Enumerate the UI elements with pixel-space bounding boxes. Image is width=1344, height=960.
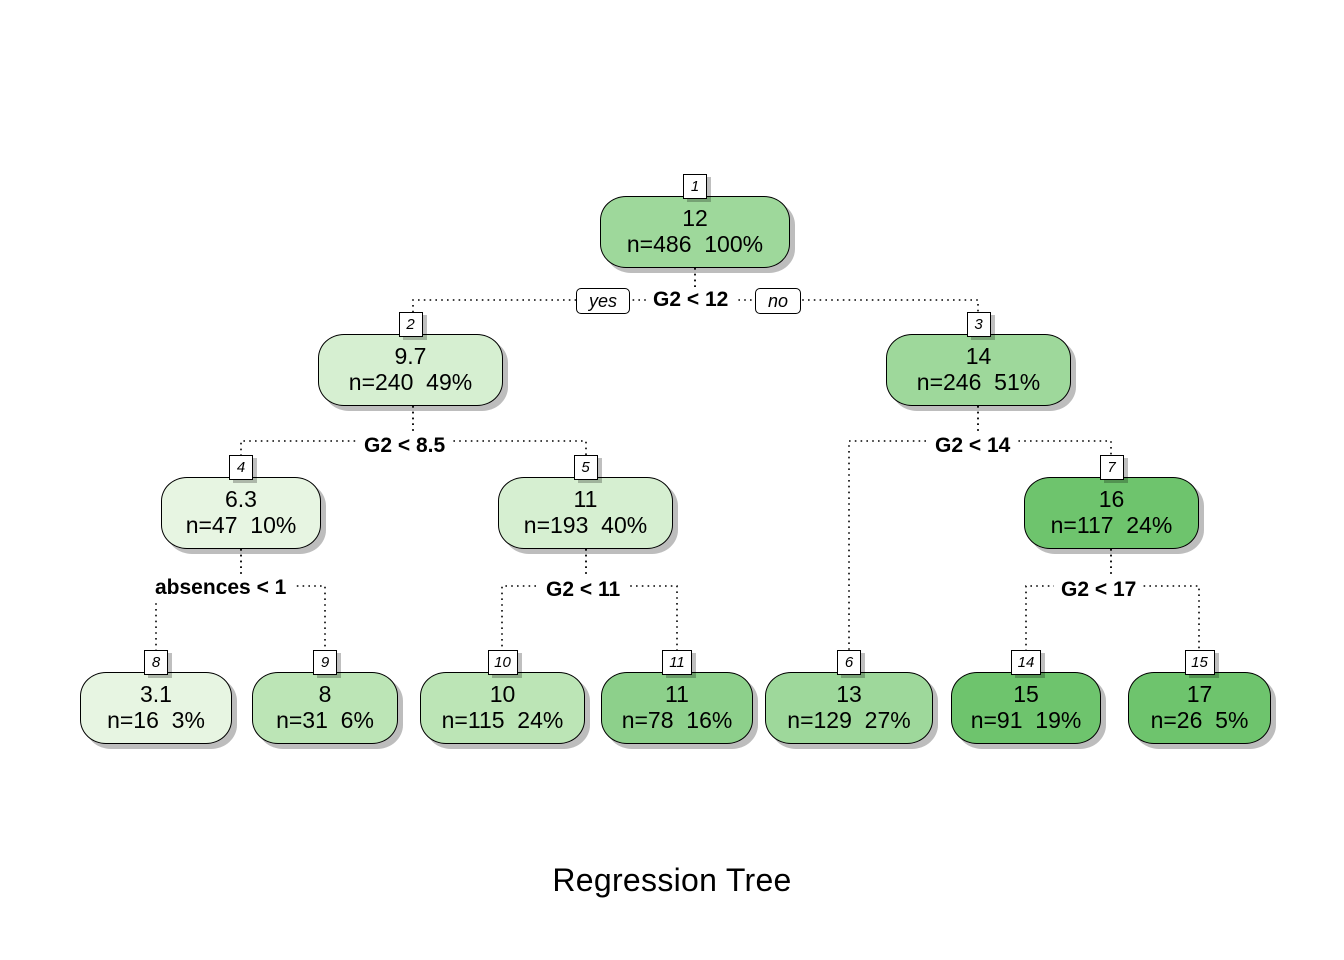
node-id-tag-2: 2	[398, 312, 423, 337]
node-value: 11	[573, 486, 598, 513]
tree-edge-4-9	[240, 549, 326, 660]
node-stat: n=78 16%	[621, 707, 733, 733]
tree-edge-4-8	[155, 549, 242, 660]
node-stat: n=47 10%	[185, 512, 297, 538]
node-value: 11	[665, 681, 689, 708]
node-value: 12	[682, 205, 708, 232]
split-label-right1: G2 < 14	[928, 434, 1018, 458]
node-stat: n=16 3%	[107, 707, 205, 733]
node-value: 6.3	[225, 486, 257, 513]
tree-edge-1-3	[694, 268, 979, 322]
node-stat: n=117 24%	[1050, 512, 1173, 538]
node-stat: n=129 27%	[787, 707, 911, 733]
node-value: 13	[836, 681, 862, 708]
node-id-tag-4: 4	[229, 455, 253, 480]
split-label-left2: absences < 1	[148, 576, 294, 600]
node-value: 8	[318, 681, 332, 708]
node-value: 16	[1098, 486, 1125, 513]
node-id-tag-7: 7	[1099, 455, 1124, 480]
node-value: 14	[965, 343, 992, 370]
split-label-right2: G2 < 17	[1054, 578, 1144, 602]
node-value: 15	[1013, 681, 1039, 708]
node-stat: n=115 24%	[441, 707, 564, 733]
node-stat: n=31 6%	[276, 707, 374, 733]
split-label-left1: G2 < 8.5	[357, 434, 453, 458]
tree-edge-5-11	[585, 549, 678, 660]
branch-pill-yes: yes	[576, 288, 630, 314]
node-id-tag-3: 3	[966, 312, 991, 337]
chart-title: Regression Tree	[552, 862, 792, 898]
node-stat: n=240 49%	[348, 369, 473, 395]
node-value: 9.7	[394, 343, 427, 370]
split-label-mid2: G2 < 11	[539, 578, 628, 602]
node-id-tag-1: 1	[683, 174, 707, 199]
node-stat: n=193 40%	[523, 512, 648, 538]
node-value: 10	[489, 681, 516, 708]
node-id-tag-15: 15	[1184, 650, 1215, 675]
tree-edge-5-10	[501, 549, 587, 660]
split-label-root: G2 < 12	[646, 288, 736, 312]
tree-edge-7-15	[1110, 549, 1200, 660]
node-id-tag-9: 9	[313, 650, 337, 675]
node-stat: n=246 51%	[916, 369, 1041, 395]
node-value: 17	[1186, 681, 1213, 708]
node-id-tag-11: 11	[662, 650, 692, 675]
node-stat: n=486 100%	[626, 231, 764, 257]
node-id-tag-5: 5	[573, 455, 598, 480]
node-id-tag-10: 10	[487, 650, 518, 675]
node-id-tag-8: 8	[144, 650, 168, 675]
branch-pill-no: no	[755, 288, 801, 314]
node-stat: n=91 19%	[970, 707, 1082, 733]
node-id-tag-14: 14	[1011, 650, 1041, 675]
tree-edge-7-14	[1025, 549, 1112, 660]
node-value: 3.1	[140, 681, 172, 708]
node-stat: n=26 5%	[1150, 707, 1249, 733]
node-id-tag-6: 6	[837, 650, 861, 675]
